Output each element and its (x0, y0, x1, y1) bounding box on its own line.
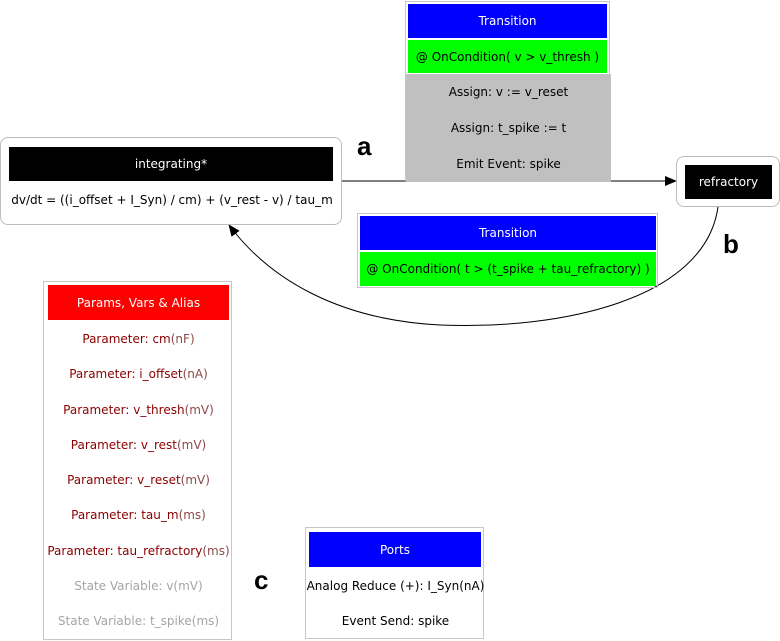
transition-spike-header: Transition (408, 4, 607, 38)
param-unit: (nF) (170, 331, 195, 346)
transition-spike-action: Assign: t_spike := t (406, 110, 611, 146)
label-b: b (723, 229, 739, 259)
state-variable-row: State Variable: v(mV) (44, 568, 233, 603)
param-name: Parameter: v_rest (70, 437, 177, 452)
state-variable-unit: (ms) (191, 613, 220, 628)
state-variable-name: State Variable: t_spike (57, 613, 192, 628)
ports-table: Ports Analog Reduce (+): I_Syn(nA) Event… (305, 527, 484, 639)
param-name: Parameter: i_offset (69, 366, 183, 381)
port-row: Event Send: spike (306, 603, 485, 638)
regime-refractory: refractory (676, 156, 780, 207)
regime-integrating-equation: dv/dt = ((i_offset + I_Syn) / cm) + (v_r… (11, 193, 333, 207)
port-unit: (nA) (459, 578, 485, 593)
param-unit: (mV) (176, 437, 207, 452)
label-c: c (254, 565, 269, 595)
regime-integrating: integrating* dv/dt = ((i_offset + I_Syn)… (0, 137, 342, 225)
params-header: Params, Vars & Alias (48, 285, 229, 320)
param-unit: (ms) (202, 543, 230, 558)
port-row: Analog Reduce (+): I_Syn(nA) (306, 568, 485, 603)
ports-header: Ports (309, 532, 481, 567)
state-variable-row: State Variable: t_spike(ms) (44, 603, 233, 638)
param-name: Parameter: v_thresh (63, 402, 185, 417)
param-name: Parameter: tau_refractory (47, 543, 203, 558)
param-row: Parameter: cm(nF) (44, 321, 233, 356)
param-row: Parameter: v_rest(mV) (44, 427, 233, 462)
transition-refractory-end-condition: @ OnCondition( t > (t_spike + tau_refrac… (360, 252, 656, 286)
param-row: Parameter: i_offset(nA) (44, 356, 233, 391)
state-variable-unit: (mV) (173, 578, 203, 593)
port-name: Event Send: spike (341, 613, 450, 628)
edge-refractory-to-integrating (228, 206, 719, 326)
transition-spike-action: Emit Event: spike (406, 146, 611, 182)
params-table: Params, Vars & Alias Parameter: cm(nF) P… (43, 281, 232, 640)
transition-refractory-end-header: Transition (360, 216, 656, 250)
transition-spike: Transition @ OnCondition( v > v_thresh )… (405, 1, 611, 182)
param-name: Parameter: tau_m (71, 507, 179, 522)
transition-spike-action: Assign: v := v_reset (406, 74, 611, 110)
param-name: Parameter: cm (82, 331, 171, 346)
transition-spike-condition: @ OnCondition( v > v_thresh ) (408, 40, 607, 73)
param-name: Parameter: v_reset (67, 472, 181, 487)
param-row: Parameter: v_thresh(mV) (44, 392, 233, 427)
label-a: a (357, 131, 372, 161)
port-name: Analog Reduce (+): I_Syn (306, 578, 460, 593)
param-row: Parameter: v_reset(mV) (44, 462, 233, 497)
transition-refractory-end: Transition @ OnCondition( t > (t_spike +… (357, 213, 658, 288)
regime-integrating-title: integrating* (9, 147, 333, 181)
param-unit: (nA) (182, 366, 208, 381)
param-row: Parameter: tau_m(ms) (44, 497, 233, 532)
param-unit: (mV) (184, 402, 214, 417)
param-row: Parameter: tau_refractory(ms) (44, 533, 233, 568)
regime-refractory-title: refractory (685, 165, 772, 199)
param-unit: (mV) (180, 472, 210, 487)
param-unit: (ms) (178, 507, 206, 522)
state-variable-name: State Variable: v (74, 578, 174, 593)
